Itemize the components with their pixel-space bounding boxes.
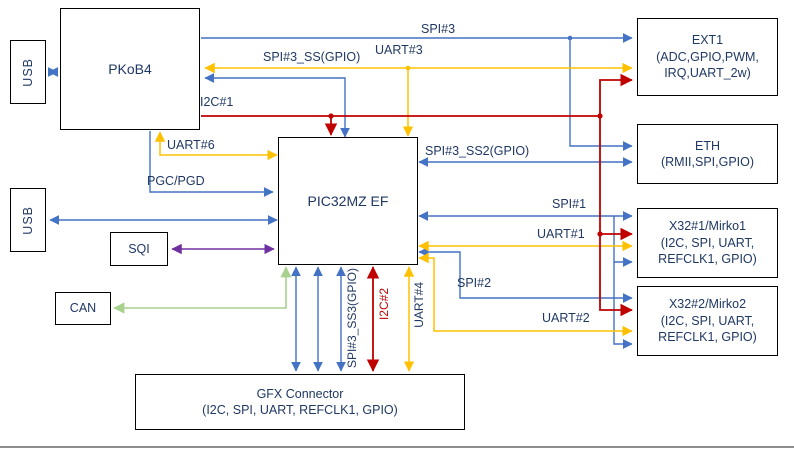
pic32mz-ef-block: PIC32MZ EF (278, 137, 418, 265)
x32-1-mirko1-block: X32#1/Mirko1 (I2C, SPI, UART, REFCLK1, G… (637, 208, 778, 278)
pkob4-label: PKoB4 (108, 60, 152, 77)
mirko1-detail-1: (I2C, SPI, UART, (660, 235, 755, 250)
gfx-title: GFX Connector (256, 386, 344, 401)
wire-refclk-x32-1 (613, 216, 633, 267)
uart6-wire-label: UART#6 (167, 138, 215, 152)
mirko2-detail-1: (I2C, SPI, UART, (660, 313, 755, 328)
eth-title: ETH (695, 138, 720, 153)
sqi-block: SQI (110, 232, 168, 266)
wire-pgc-pgd (149, 131, 274, 197)
uart4-wire-label: UART#4 (412, 282, 426, 328)
spi3-ss2-wire-label: SPI#3_SS2(GPIO) (425, 144, 530, 158)
uart1-wire-label: UART#1 (537, 227, 585, 241)
wire-i2c1-ext1 (599, 73, 633, 116)
uart2-wire-label: UART#2 (542, 311, 590, 325)
spi1-wire-label: SPI#1 (552, 197, 587, 211)
i2c2-wire-label: I2C#2 (377, 288, 391, 321)
spi-junction-dot (567, 35, 573, 41)
spi2-wire-label: SPI#2 (457, 276, 492, 290)
pic32-label: PIC32MZ EF (307, 192, 389, 209)
gfx-connector-block: GFX Connector (I2C, SPI, UART, REFCLK1, … (135, 374, 465, 430)
can-label: CAN (69, 301, 97, 316)
spi3-ss3-wire-label: SPI#3_SS3(GPIO) (345, 268, 359, 369)
spi3-wire-label: SPI#3 (421, 22, 456, 36)
x32-2-mirko2-block: X32#2/Mirko2 (I2C, SPI, UART, REFCLK1, G… (637, 286, 778, 356)
uart3-wire-label: UART#3 (375, 43, 423, 57)
mirko1-title: X32#1/Mirko1 (668, 219, 747, 234)
ext1-block: EXT1 (ADC,GPIO,PWM, IRQ,UART_2w) (637, 18, 778, 96)
usb-left-label: USB (20, 205, 35, 235)
eth-detail: (RMII,SPI,GPIO) (660, 155, 755, 169)
uart-junction-dot (405, 65, 411, 71)
eth-block: ETH (RMII,SPI,GPIO) (637, 124, 778, 184)
usb-top-block: USB (10, 40, 46, 104)
usb-left-block: USB (10, 188, 46, 252)
wire-i2c1-x32-2 (599, 116, 633, 317)
ext1-title: EXT1 (691, 33, 724, 48)
sqi-label: SQI (128, 241, 150, 256)
ext1-detail-1: (ADC,GPIO,PWM, (656, 49, 759, 64)
wire-uart6 (154, 131, 278, 161)
gfx-detail: (I2C, SPI, UART, REFCLK1, GPIO) (202, 403, 398, 417)
pgc-pgd-wire-label: PGC/PGD (147, 174, 205, 188)
spi3-ss-wire-label: SPI#3_SS(GPIO) (263, 50, 361, 64)
mirko2-title: X32#2/Mirko2 (668, 297, 747, 312)
pkob4-block: PKoB4 (60, 8, 200, 130)
mirko2-detail-2: REFCLK1, GPIO) (658, 330, 757, 345)
i2c-junction-dot (597, 113, 603, 119)
mirko1-detail-2: REFCLK1, GPIO) (658, 252, 757, 267)
i2c1-wire-label: I2C#1 (200, 95, 234, 109)
usb-top-label: USB (20, 57, 35, 87)
wire-uart2 (418, 252, 633, 337)
i2c-junction-dot (597, 231, 603, 237)
ext1-detail-2: IRQ,UART_2w) (664, 66, 751, 81)
i2c-junction-dot (328, 113, 334, 119)
wire-can (113, 266, 292, 314)
wire-spi3-eth-branch (569, 38, 633, 151)
can-block: CAN (55, 292, 111, 325)
